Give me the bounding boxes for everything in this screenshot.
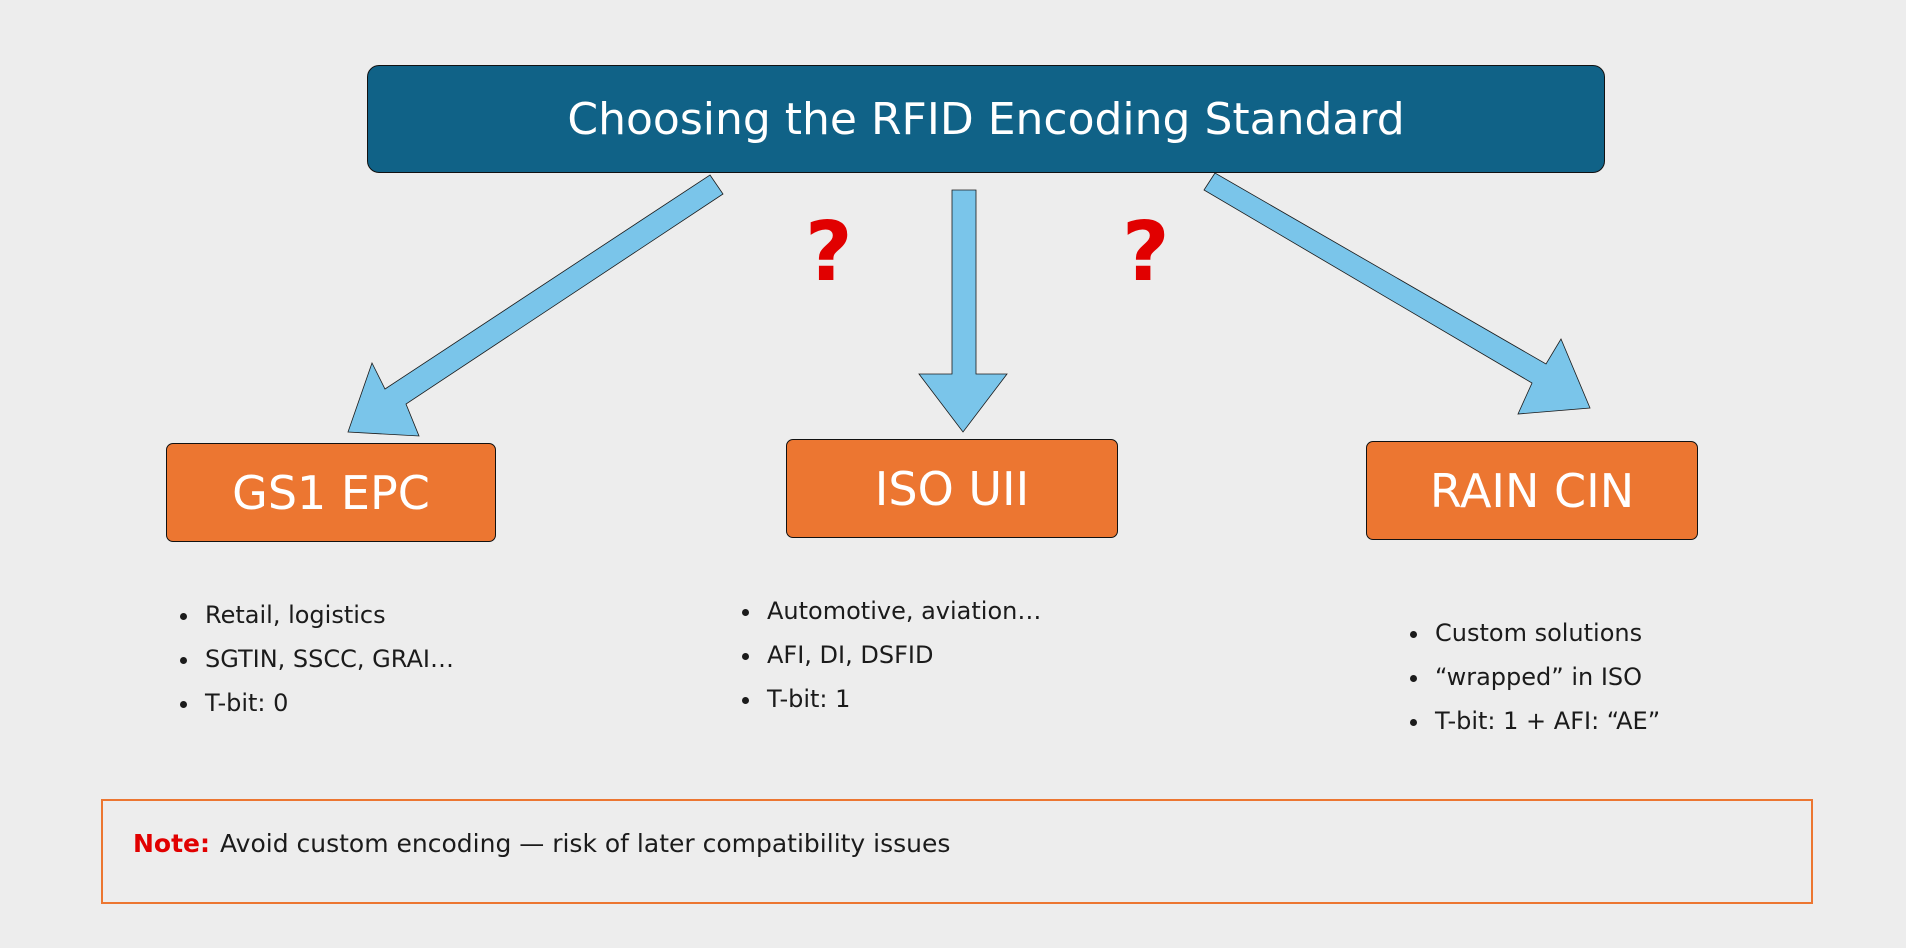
diagram-title: Choosing the RFID Encoding Standard <box>367 65 1605 173</box>
bullet-item: SGTIN, SSCC, GRAI… <box>201 637 454 681</box>
option-gs1-epc: GS1 EPC <box>166 443 496 542</box>
note-box: Note: Avoid custom encoding — risk of lat… <box>101 799 1813 904</box>
note-label: Note: <box>133 829 211 858</box>
bullet-item: “wrapped” in ISO <box>1431 655 1660 699</box>
question-mark-left: ? <box>805 205 853 300</box>
option-iso-uii: ISO UII <box>786 439 1118 538</box>
iso-uii-bullets: Automotive, aviation… AFI, DI, DSFID T-b… <box>735 589 1041 721</box>
question-mark-right: ? <box>1122 205 1170 300</box>
bullet-item: T-bit: 1 <box>763 677 1041 721</box>
rain-cin-bullets: Custom solutions “wrapped” in ISO T-bit:… <box>1403 611 1660 743</box>
bullet-item: T-bit: 1 + AFI: “AE” <box>1431 699 1660 743</box>
option-rain-cin: RAIN CIN <box>1366 441 1698 540</box>
arrow-to-rain-cin <box>1203 172 1591 415</box>
gs1-epc-bullets: Retail, logistics SGTIN, SSCC, GRAI… T-b… <box>173 593 454 725</box>
bullet-item: Retail, logistics <box>201 593 454 637</box>
bullet-item: Automotive, aviation… <box>763 589 1041 633</box>
bullet-item: Custom solutions <box>1431 611 1660 655</box>
note-line: Note: Avoid custom encoding — risk of lat… <box>133 829 950 858</box>
bullet-item: AFI, DI, DSFID <box>763 633 1041 677</box>
bullet-item: T-bit: 0 <box>201 681 454 725</box>
note-text: Avoid custom encoding — risk of later co… <box>220 829 951 858</box>
arrow-to-iso-uii <box>918 189 1008 433</box>
arrow-to-gs1-epc <box>347 174 724 437</box>
